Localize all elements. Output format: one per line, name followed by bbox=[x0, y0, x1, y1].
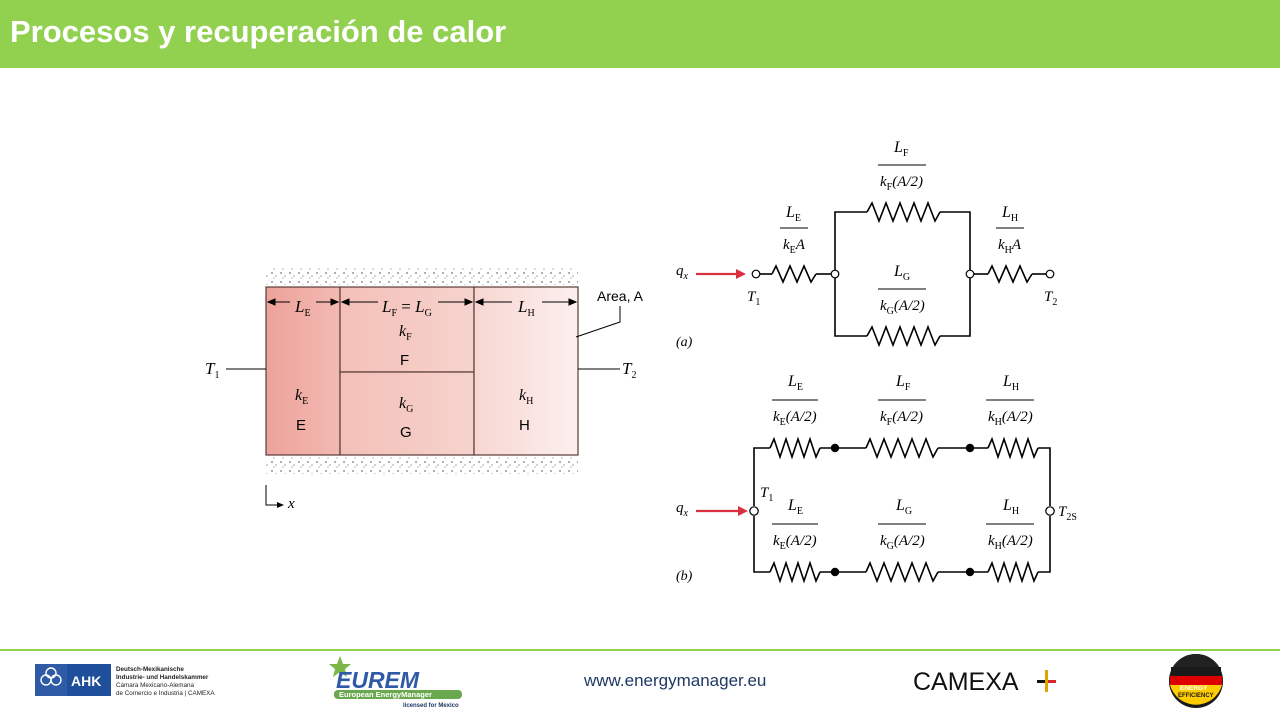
svg-text:LE: LE bbox=[785, 204, 801, 224]
circuit-b-arrow bbox=[696, 506, 748, 516]
circuit-a-t2: T2 bbox=[1044, 289, 1057, 308]
circuit-b-qx: qx bbox=[676, 500, 689, 519]
circuit-b-nodes bbox=[749, 443, 1055, 577]
label-ke: kE bbox=[295, 387, 308, 407]
camexa-cross-icon bbox=[1037, 670, 1056, 692]
svg-text:kF(A/2): kF(A/2) bbox=[880, 409, 923, 428]
ahk-line1: Deutsch-Mexikanische bbox=[116, 666, 184, 673]
ahk-emblem-icon bbox=[40, 667, 62, 686]
label-kh: kH bbox=[519, 387, 533, 407]
svg-text:LE: LE bbox=[787, 373, 803, 393]
composite-wall: LE LF = LG LH kF F kG G kE E kH H T1 T2 … bbox=[205, 268, 644, 512]
layer-h bbox=[473, 286, 579, 456]
label-kg: kG bbox=[399, 395, 413, 415]
energy-efficiency-logo: ENERGY EFFICIENCY bbox=[1169, 654, 1223, 708]
eurem-line1: European EnergyManager bbox=[339, 690, 432, 699]
label-x: x bbox=[287, 496, 295, 512]
footer-url[interactable]: www.energymanager.eu bbox=[584, 671, 767, 690]
energy-line1: ENERGY bbox=[1180, 685, 1208, 692]
dimension-arrows bbox=[266, 298, 578, 306]
bottom-insulation bbox=[266, 457, 578, 474]
eurem-star-icon bbox=[329, 656, 351, 677]
circuit-b bbox=[753, 436, 1051, 584]
circuit-b-t2: T2S bbox=[1058, 504, 1077, 523]
ahk-line4: de Comercio e Industria | CAMEXA bbox=[116, 690, 215, 697]
label-kf: kF bbox=[399, 323, 412, 343]
svg-text:LG: LG bbox=[893, 263, 910, 283]
svg-text:LF: LF bbox=[895, 373, 911, 393]
svg-text:kE(A/2): kE(A/2) bbox=[773, 533, 817, 552]
circuit-a-t1: T1 bbox=[747, 289, 760, 308]
label-h: H bbox=[519, 417, 530, 434]
label-lf-lg: LF = LG bbox=[381, 297, 432, 319]
ahk-logo: AHK Deutsch-Mexikanische Industrie- und … bbox=[35, 664, 215, 697]
label-t2: T2 bbox=[622, 359, 636, 381]
circuit-a-arrow bbox=[696, 269, 746, 279]
slide-header: Procesos y recuperación de calor bbox=[0, 0, 1280, 68]
ahk-line2: Industrie- und Handelskammer bbox=[116, 674, 209, 681]
layer-e bbox=[265, 286, 341, 456]
frac-b-bottom-e: LE kE(A/2) bbox=[772, 497, 818, 552]
svg-text:kF(A/2): kF(A/2) bbox=[880, 174, 923, 193]
slide-title: Procesos y recuperación de calor bbox=[10, 14, 507, 49]
svg-text:LH: LH bbox=[1002, 497, 1019, 517]
energy-line2: EFFICIENCY bbox=[1178, 693, 1214, 699]
label-g: G bbox=[400, 424, 412, 441]
circuit-b-label: (b) bbox=[676, 569, 693, 584]
svg-text:LH: LH bbox=[1001, 204, 1018, 224]
circuit-a-nodes bbox=[751, 269, 1055, 279]
svg-text:kE(A/2): kE(A/2) bbox=[773, 409, 817, 428]
svg-text:kHA: kHA bbox=[998, 237, 1022, 256]
svg-text:kG(A/2): kG(A/2) bbox=[880, 298, 925, 317]
label-le: LE bbox=[294, 297, 311, 319]
label-lh: LH bbox=[517, 297, 535, 319]
circuit-b-t1: T1 bbox=[760, 485, 773, 504]
svg-text:LF: LF bbox=[893, 139, 909, 159]
eurem-logo: EUREM European EnergyManager licensed fo… bbox=[329, 656, 462, 709]
ahk-line3: Cámara Mexicano-Alemana bbox=[116, 682, 195, 689]
svg-text:LE: LE bbox=[787, 497, 803, 517]
eurem-line2: licensed for Mexico bbox=[403, 703, 459, 709]
ahk-mark: AHK bbox=[71, 673, 101, 689]
frac-b-top-e: LE kE(A/2) bbox=[772, 373, 818, 428]
label-area: Area, A bbox=[597, 288, 644, 304]
label-t1: T1 bbox=[205, 359, 219, 381]
camexa-logo: CAMEXA bbox=[913, 668, 1056, 696]
frac-b-top-h: LH kH(A/2) bbox=[986, 373, 1034, 428]
circuit-a-label: (a) bbox=[676, 335, 693, 350]
svg-text:kEA: kEA bbox=[783, 237, 806, 256]
circuit-a bbox=[760, 200, 1046, 348]
svg-text:kH(A/2): kH(A/2) bbox=[988, 409, 1033, 428]
frac-a-bottom: LG kG(A/2) bbox=[878, 263, 926, 317]
top-insulation bbox=[266, 268, 578, 285]
svg-text:LH: LH bbox=[1002, 373, 1019, 393]
footer-divider bbox=[0, 649, 1280, 651]
frac-b-bottom-h: LH kH(A/2) bbox=[986, 497, 1034, 552]
frac-a-top: LF kF(A/2) bbox=[878, 139, 926, 193]
label-e: E bbox=[296, 417, 306, 434]
svg-text:kG(A/2): kG(A/2) bbox=[880, 533, 925, 552]
svg-text:LG: LG bbox=[895, 497, 912, 517]
frac-b-top-f: LF kF(A/2) bbox=[878, 373, 926, 428]
frac-b-bottom-g: LG kG(A/2) bbox=[878, 497, 926, 552]
circuit-a-qx: qx bbox=[676, 263, 689, 282]
camexa-mark: CAMEXA bbox=[913, 668, 1019, 696]
eurem-mark: EUREM bbox=[336, 667, 420, 693]
label-f: F bbox=[400, 352, 409, 369]
frac-a-right: LH kHA bbox=[996, 204, 1024, 256]
frac-a-left: LE kEA bbox=[780, 204, 808, 256]
svg-text:kH(A/2): kH(A/2) bbox=[988, 533, 1033, 552]
